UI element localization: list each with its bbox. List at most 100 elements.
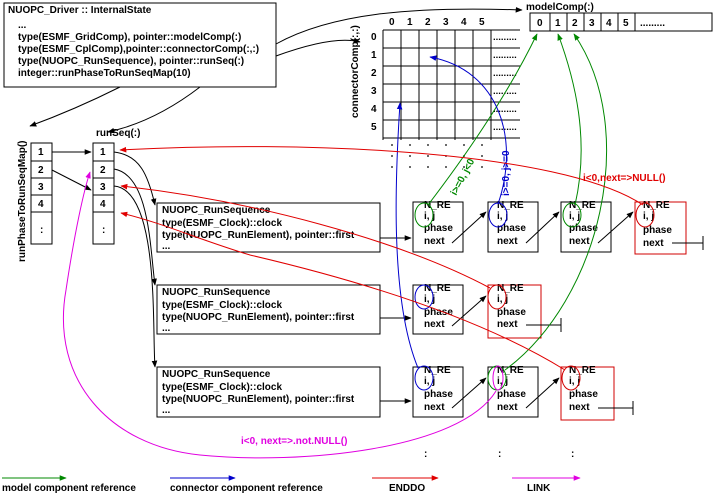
run-element-title: N_RE bbox=[569, 200, 596, 211]
run-sequence-line: type(NUOPC_RunElement), pointer::first bbox=[162, 230, 355, 241]
connector-col-label: 4 bbox=[461, 17, 467, 28]
run-seq-cell: : bbox=[102, 225, 105, 236]
run-seq-cell: 2 bbox=[100, 165, 106, 176]
run-sequence-line: NUOPC_RunSequence bbox=[162, 287, 271, 298]
run-element-next: next bbox=[497, 319, 518, 330]
run-element-phase: phase bbox=[569, 389, 598, 400]
internal-state-line: integer::runPhaseToRunSeqMap(10) bbox=[18, 68, 191, 79]
internal-state-title: NUOPC_Driver :: InternalState bbox=[8, 5, 152, 16]
internal-state-line: ... bbox=[18, 20, 27, 31]
connector-condition-label: i>=0, j>=0 bbox=[501, 150, 512, 196]
run-element-next: next bbox=[497, 236, 518, 247]
model-comp-cell: 0 bbox=[537, 18, 543, 29]
legend-item-link: LINK bbox=[512, 475, 581, 494]
run-sequence-line: type(ESMF_Clock)::clock bbox=[162, 300, 282, 311]
run-element-next: next bbox=[424, 236, 445, 247]
run-sequence-line: ... bbox=[162, 241, 171, 252]
connector-row-label: 5 bbox=[371, 122, 377, 133]
run-phase-map-cell: 4 bbox=[38, 199, 44, 210]
run-element-ij: i, j bbox=[497, 211, 508, 222]
run-seq-cell: 4 bbox=[100, 199, 106, 210]
run-element-phase: phase bbox=[643, 225, 672, 236]
connector-dots: ......... bbox=[493, 32, 517, 43]
model-condition-label: i>=0, j<0 bbox=[449, 157, 478, 198]
run-phase-map-label: runPhaseToRunSeqMap() bbox=[17, 141, 28, 262]
connector-col-label: 0 bbox=[389, 17, 395, 28]
run-sequence-line: type(ESMF_Clock)::clock bbox=[162, 382, 282, 393]
run-sequence-box: NUOPC_RunSequence type(ESMF_Clock)::cloc… bbox=[156, 284, 381, 335]
run-sequence-line: type(NUOPC_RunElement), pointer::first bbox=[162, 394, 355, 405]
run-element-title: N_RE bbox=[497, 200, 524, 211]
enddo-condition-label: i<0,next=>NULL() bbox=[583, 173, 666, 184]
run-phase-map-cell: 3 bbox=[38, 182, 44, 193]
model-comp-cell: 2 bbox=[572, 18, 578, 29]
run-element-next: next bbox=[497, 402, 518, 413]
run-element-title: N_RE bbox=[569, 365, 596, 376]
run-element-ij: i, j bbox=[424, 211, 435, 222]
run-phase-map-cell: 1 bbox=[38, 147, 44, 158]
run-element-phase: phase bbox=[497, 223, 526, 234]
connector-comp-label: connectorComp(:,:) bbox=[350, 25, 361, 118]
run-phase-map-cell: 2 bbox=[38, 165, 44, 176]
connector-row-label: 3 bbox=[371, 86, 377, 97]
run-element-next: next bbox=[643, 238, 664, 249]
run-element-ij: i, j bbox=[569, 376, 580, 387]
run-element-title: N_RE bbox=[424, 283, 451, 294]
legend-item-connector: connector component reference bbox=[170, 475, 323, 494]
link-condition-label: i<0, next=>.not.NULL() bbox=[241, 436, 347, 447]
run-element-phase: phase bbox=[424, 307, 453, 318]
internal-state-line: type(ESMF_GridComp), pointer::modelComp(… bbox=[18, 32, 241, 43]
connector-row-label: 4 bbox=[371, 104, 377, 115]
run-sequence-box: NUOPC_RunSequence type(ESMF_Clock)::cloc… bbox=[156, 366, 381, 418]
run-element-phase: phase bbox=[424, 389, 453, 400]
internal-state-line: type(ESMF_CplComp),pointer::connectorCom… bbox=[18, 44, 259, 55]
run-element-next: next bbox=[569, 402, 590, 413]
run-sequence-line: ... bbox=[162, 323, 171, 334]
legend-item-model: model component reference bbox=[2, 475, 136, 494]
connector-dots: ......... bbox=[493, 68, 517, 79]
run-seq-array: runSeq(:) 1 2 3 4 : bbox=[92, 128, 140, 245]
connector-row-label: 1 bbox=[371, 50, 377, 61]
run-element-box: N_RE i, j phase next bbox=[412, 200, 464, 253]
link-arrows: i<0, next=>.not.NULL() bbox=[62, 171, 504, 459]
run-element-ij: i, j bbox=[643, 211, 654, 222]
connector-row-label: 2 bbox=[371, 68, 377, 79]
enddo-arrows: i<0,next=>NULL() bbox=[119, 146, 666, 391]
connector-dots: ......... bbox=[493, 122, 517, 133]
internal-state-box: NUOPC_Driver :: InternalState ... type(E… bbox=[3, 2, 277, 88]
run-element-phase: phase bbox=[569, 223, 598, 234]
continuation-dots: : bbox=[571, 449, 574, 460]
legend-label: connector component reference bbox=[170, 483, 323, 494]
run-sequence-line: NUOPC_RunSequence bbox=[162, 205, 271, 216]
run-element-box-end: N_RE i, j phase next bbox=[487, 283, 542, 339]
run-element-title: N_RE bbox=[497, 365, 524, 376]
run-element-phase: phase bbox=[497, 307, 526, 318]
run-sequence-line: type(NUOPC_RunElement), pointer::first bbox=[162, 312, 355, 323]
model-comp-label: modelComp(:) bbox=[526, 2, 594, 13]
model-comp-cell: ......... bbox=[640, 18, 665, 29]
connector-dots: ......... bbox=[493, 50, 517, 61]
run-element-title: N_RE bbox=[497, 283, 524, 294]
run-element-phase: phase bbox=[424, 223, 453, 234]
pointer-arrows bbox=[29, 6, 704, 415]
connector-dots: ......... bbox=[493, 86, 517, 97]
run-element-next: next bbox=[569, 236, 590, 247]
connector-col-label: 5 bbox=[479, 17, 485, 28]
internal-state-line: type(NUOPC_RunSequence), pointer::runSeq… bbox=[18, 56, 244, 67]
legend-label: LINK bbox=[527, 483, 551, 494]
run-phase-map-cell: : bbox=[40, 225, 43, 236]
legend-label: ENDDO bbox=[389, 483, 425, 494]
run-sequence-line: type(ESMF_Clock)::clock bbox=[162, 218, 282, 229]
model-comp-cell: 5 bbox=[623, 18, 629, 29]
run-phase-map-array: runPhaseToRunSeqMap() 1 2 3 4 : bbox=[17, 141, 53, 262]
run-sequence-line: ... bbox=[162, 405, 171, 416]
run-element-ij: i, j bbox=[569, 211, 580, 222]
run-seq-cell: 1 bbox=[100, 147, 106, 158]
run-sequence-line: NUOPC_RunSequence bbox=[162, 369, 271, 380]
continuation-dots: : bbox=[424, 449, 427, 460]
run-element-title: N_RE bbox=[424, 365, 451, 376]
run-element-title: N_RE bbox=[643, 200, 670, 211]
run-element-box: N_RE i, j phase next bbox=[412, 365, 464, 418]
run-element-box-end: N_RE i, j phase next bbox=[560, 365, 615, 421]
legend: model component reference connector comp… bbox=[2, 475, 581, 494]
